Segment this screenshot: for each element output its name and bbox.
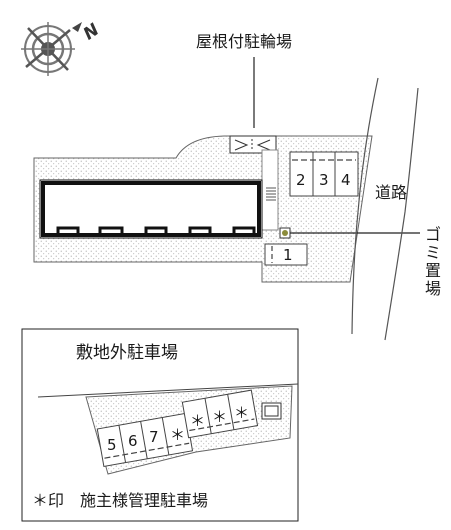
compass-rose-icon: N — [21, 20, 103, 76]
offsite-space-star-1: ＊ — [170, 426, 185, 444]
onsite-parking-2-4 — [289, 151, 359, 197]
garbage-collection-point — [279, 227, 420, 239]
garbage-label-1: ゴ — [425, 225, 441, 244]
offsite-small-structure — [261, 402, 282, 420]
building — [39, 179, 263, 239]
offsite-space-6: 6 — [128, 432, 138, 450]
walkway — [261, 149, 279, 231]
garbage-label-4: 場 — [425, 279, 441, 298]
road-label: 道路 — [375, 183, 407, 202]
garbage-label-2: ミ — [425, 243, 441, 262]
offsite-space-5: 5 — [107, 436, 117, 454]
parking-space-3: 3 — [319, 171, 329, 189]
garbage-label-3: 置 — [425, 261, 441, 280]
offsite-parking-title: 敷地外駐車場 — [76, 343, 178, 363]
road — [351, 77, 419, 341]
parking-space-2: 2 — [296, 171, 306, 189]
compass-north-label: N — [80, 20, 103, 45]
legend-text: ＊印 施主様管理駐車場 — [32, 491, 208, 510]
onsite-parking-1 — [264, 243, 308, 266]
offsite-parking-star-row — [181, 389, 259, 439]
offsite-road-edge — [37, 383, 299, 398]
offsite-space-star-2: ＊ — [190, 412, 205, 430]
offsite-space-7: 7 — [149, 428, 159, 446]
parking-space-1: 1 — [283, 246, 293, 264]
offsite-parking-5-7 — [96, 412, 194, 467]
offsite-space-star-4: ＊ — [234, 404, 249, 422]
bicycle-parking-structure — [229, 135, 277, 154]
stairs — [266, 187, 276, 201]
parking-space-4: 4 — [341, 171, 351, 189]
bicycle-parking-label: 屋根付駐輪場 — [196, 32, 292, 51]
offsite-space-star-3: ＊ — [212, 408, 227, 426]
